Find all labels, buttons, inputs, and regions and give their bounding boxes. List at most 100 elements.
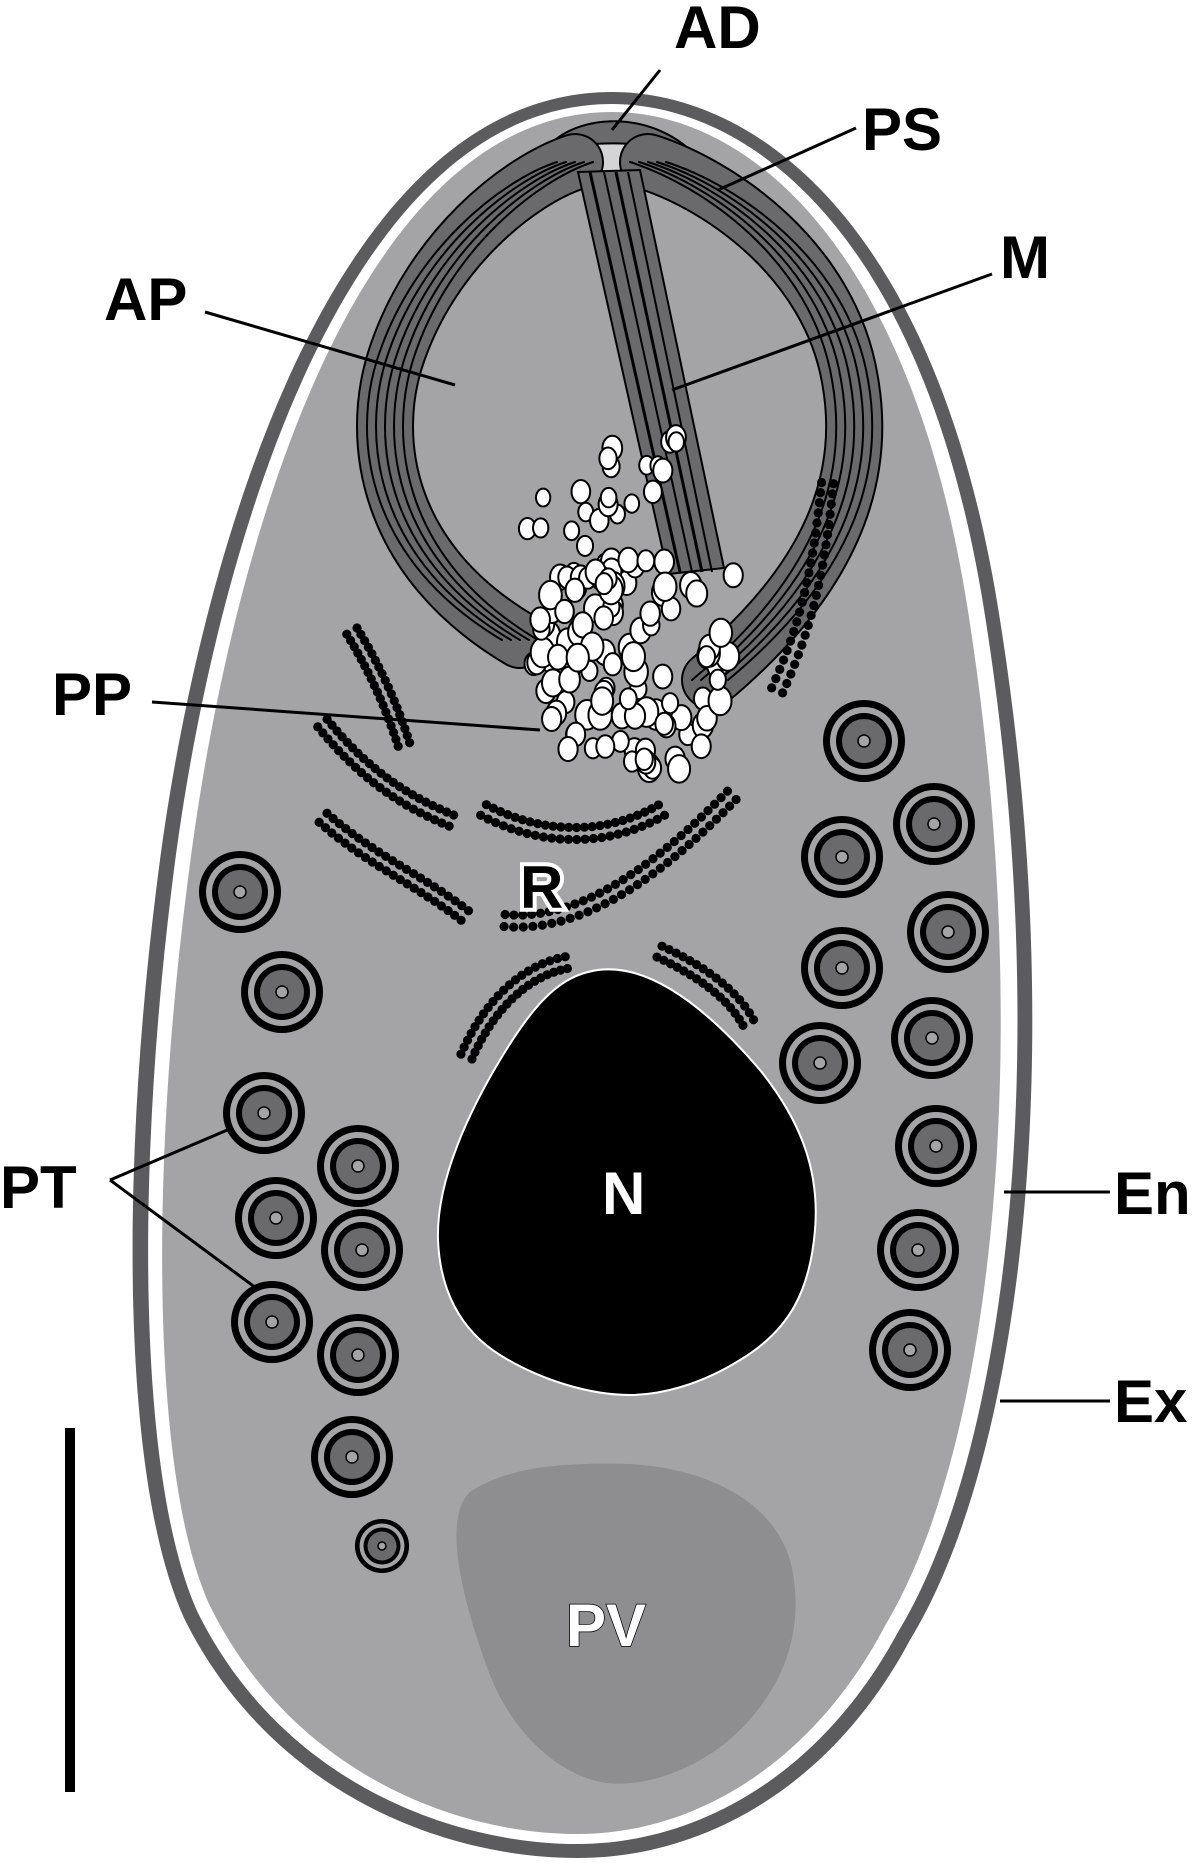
ribosome-dot — [500, 909, 510, 920]
ribosome-dot — [723, 983, 733, 993]
ribosome-dot — [725, 801, 735, 811]
ribosome-dot — [442, 807, 452, 817]
ribosome-dot — [435, 804, 445, 814]
ribosome-dot — [449, 810, 459, 820]
polaroplast-vesicle — [697, 645, 716, 669]
ribosome-dot — [578, 896, 588, 906]
ribosome-dot — [318, 728, 328, 738]
polar-tube-coil — [801, 816, 883, 898]
ribosome-dot — [374, 861, 384, 872]
ribosome-dot — [409, 883, 419, 893]
ribosome-dot — [640, 807, 650, 817]
label-polar-tube: PT — [0, 1154, 77, 1221]
ribosome-dot — [423, 892, 433, 902]
ribosome-dot — [648, 854, 658, 864]
ribosome-dot — [618, 875, 628, 885]
label-posterior-vacuole: PV — [566, 1592, 646, 1659]
polaroplast-vesicle — [707, 685, 733, 717]
ribosome-dot — [498, 821, 508, 831]
ribosome-dot — [415, 873, 426, 883]
ribosome-dot — [457, 901, 467, 911]
ribosome-dot — [561, 902, 572, 912]
polar-tube-coil — [231, 1281, 313, 1363]
polaroplast-vesicle — [639, 600, 661, 627]
ribosome-dot — [523, 966, 534, 976]
ribosome-dot — [574, 910, 584, 920]
ribosome-dot — [652, 952, 662, 962]
posterior-vacuole — [456, 1463, 796, 1784]
ribosome-dot — [684, 839, 694, 850]
ribosome-dot — [528, 921, 538, 931]
ribosome-dot — [347, 828, 357, 839]
ribosome-dot — [525, 817, 535, 827]
ribosome-dot — [685, 955, 695, 966]
polaroplast-vesicle — [623, 493, 641, 514]
ribosome-dot — [369, 778, 379, 788]
ribosome-dot — [547, 918, 557, 928]
ribosome-dot — [495, 806, 506, 817]
polar-tube-coil — [317, 1314, 399, 1396]
ribosome-dot — [647, 804, 657, 814]
ribosome-dot — [645, 818, 655, 828]
ribosome-dot — [709, 799, 720, 809]
ribosome-dot — [509, 922, 519, 932]
ribosome-dot — [533, 819, 543, 829]
ribosome-dot — [509, 910, 519, 920]
ribosome-dot — [825, 509, 835, 519]
ribosome-dot — [518, 922, 528, 932]
ribosome-dot — [804, 568, 814, 578]
ribosome-dot — [677, 846, 687, 856]
polaroplast-vesicle — [652, 457, 674, 484]
ribosome-dot — [571, 822, 582, 833]
ribosome-dot — [797, 640, 807, 650]
polaroplast-vesicle — [594, 572, 614, 596]
ribosome-dot — [488, 803, 498, 813]
ribosome-dot — [314, 817, 324, 827]
ribosome-dot — [367, 842, 377, 853]
ribosome-dot — [812, 518, 822, 528]
polaroplast-vesicle — [570, 478, 592, 505]
ribosome-dot — [450, 910, 460, 920]
ribosome-dot — [597, 832, 607, 843]
ribosome-dot — [624, 885, 635, 895]
ribosome-dot — [626, 870, 636, 880]
ribosome-dot — [653, 800, 664, 810]
polaroplast-vesicle — [529, 606, 551, 633]
ribosome-dot — [400, 723, 410, 734]
polar-tube-coil — [801, 927, 883, 1009]
ribosome-dot — [565, 913, 575, 923]
label-ribosomes: R — [520, 854, 563, 921]
ribosome-dot — [683, 824, 693, 835]
label-anchoring-disk: AD — [674, 0, 761, 61]
ribosome-dot — [381, 866, 391, 876]
ribosome-dot — [655, 848, 665, 858]
polar-tube-coil — [317, 1125, 399, 1207]
ribosome-dot — [678, 952, 688, 962]
ribosome-dot — [605, 831, 615, 841]
ribosome-dot — [633, 864, 643, 875]
polaroplast-vesicle — [654, 711, 674, 736]
ribosome-dot — [595, 820, 605, 831]
ribosome-dot — [356, 767, 367, 778]
ribosome-dot — [556, 916, 566, 926]
label-nucleus: N — [602, 1160, 645, 1227]
ribosome-dot — [696, 812, 707, 822]
ribosome-dot — [580, 834, 590, 844]
ribosome-dot — [443, 891, 453, 901]
ribosome-dot — [414, 793, 424, 804]
ribosome-dot — [572, 834, 582, 845]
polaroplast-vesicle — [563, 520, 581, 542]
ribosome-dot — [738, 1020, 748, 1030]
polaroplast-vesicle — [599, 486, 618, 509]
polaroplast-vesicle — [595, 734, 616, 759]
ribosome-dot — [731, 794, 741, 805]
polaroplast-vesicle — [565, 642, 590, 673]
polaroplast-vesicle — [667, 754, 692, 784]
ribosome-dot — [814, 580, 824, 590]
polaroplast-vesicle — [708, 668, 727, 691]
ribosome-dot — [814, 498, 824, 508]
polyribosome-rows — [313, 477, 839, 1064]
polar-tube-coil — [321, 1209, 403, 1291]
polaroplast-vesicle — [722, 562, 744, 589]
